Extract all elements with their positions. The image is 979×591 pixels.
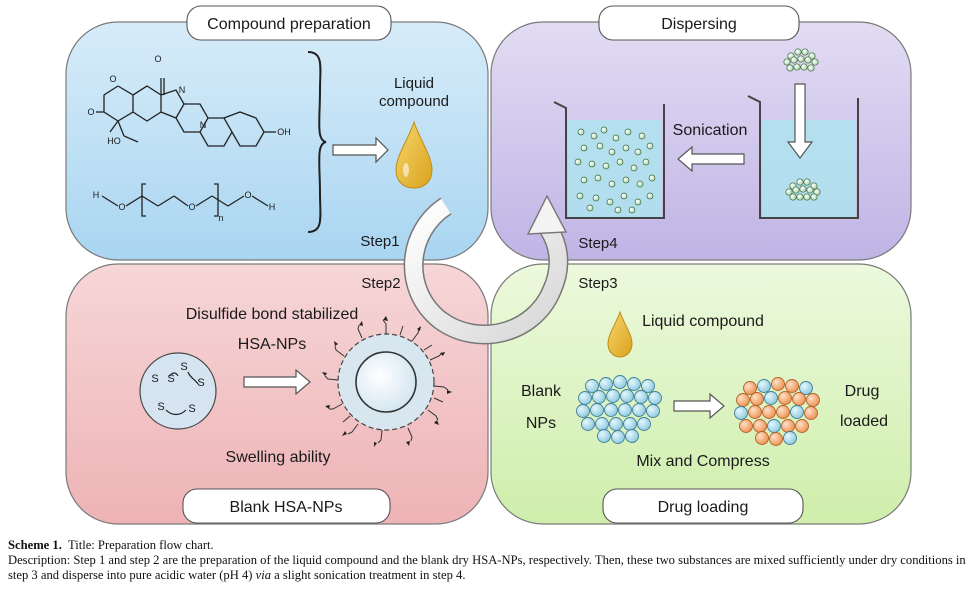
drug-loaded-text-2: loaded <box>840 413 888 430</box>
step3-label: Step3 <box>578 275 617 292</box>
sonication-arrow <box>677 145 745 173</box>
s-label-3: S <box>180 361 187 373</box>
blank-hsa-pill <box>182 488 391 524</box>
peg-h-right: H <box>269 202 276 212</box>
compress-arrow <box>673 392 725 420</box>
blank-nps-text-2: NPs <box>526 415 556 432</box>
s-label-6: S <box>188 403 195 415</box>
peg-o-1: O <box>118 202 125 212</box>
s-label-2: S <box>167 373 174 385</box>
sonication-beaker <box>747 95 859 219</box>
caption-description-end: a slight sonication treatment in step 4. <box>274 568 466 582</box>
preparation-flow-diagram: Compound preparation Dispersing Blank HS… <box>65 5 912 525</box>
swelling-ability-text: Swelling ability <box>226 449 331 466</box>
s-label-5: S <box>157 401 164 413</box>
drug-loaded-text-1: Drug <box>845 383 880 400</box>
chem-label-n-top: N <box>179 85 186 95</box>
small-droplet <box>607 310 633 358</box>
blank-hsa-panel <box>65 263 489 525</box>
step1-label: Step1 <box>360 233 399 250</box>
dispersed-beaker <box>553 101 665 219</box>
swollen-hsa-particle <box>322 316 452 447</box>
sonication-text: Sonication <box>673 122 748 139</box>
blank-nps-text-1: Blank <box>521 383 562 400</box>
compound-preparation-label: Compound preparation <box>207 16 371 33</box>
disulfide-title-2: HSA-NPs <box>238 336 306 353</box>
chem-label-ho: HO <box>107 136 121 146</box>
dispersing-label: Dispersing <box>661 16 737 33</box>
blank-nps-cluster <box>576 375 662 444</box>
disulfide-particle <box>139 352 217 430</box>
blank-hsa-label: Blank HSA-NPs <box>230 499 343 516</box>
compound-preparation-pill <box>186 5 392 41</box>
drug-loading-pill <box>602 488 804 524</box>
disulfide-title-1: Disulfide bond stabilized <box>186 306 359 323</box>
powder-cluster <box>783 48 819 72</box>
liquid-compound-text-2: compound <box>379 93 449 110</box>
drug-loaded-cluster <box>734 377 820 446</box>
chem-label-o-ring: O <box>109 74 116 84</box>
caption-description: Description: Step 1 and step 2 are the p… <box>8 553 966 582</box>
chem-label-n-bottom: N <box>200 120 207 130</box>
swelling-arrow <box>243 368 311 396</box>
liquid-compound-label: Liquid compound <box>642 313 764 330</box>
scheme-label: Scheme 1. <box>8 538 62 552</box>
s-label-1: S <box>151 373 158 385</box>
peg-h-left: H <box>93 190 100 200</box>
chem-label-oh: OH <box>277 127 291 137</box>
chem-label-o-left: O <box>87 107 94 117</box>
mix-compress-text: Mix and Compress <box>636 453 769 470</box>
label-pills: Compound preparation Dispersing Blank HS… <box>182 5 804 524</box>
peg-n: n <box>218 213 223 223</box>
caption-title-line: Scheme 1. Title: Preparation flow chart. <box>8 538 974 553</box>
step2-label: Step2 <box>361 275 400 292</box>
peg-o-3: O <box>244 190 251 200</box>
dispersing-pill <box>598 5 800 41</box>
quadrant-backgrounds <box>65 21 912 525</box>
curly-brace <box>307 51 327 233</box>
step1-arrow <box>332 136 389 164</box>
caption-via: via <box>255 568 271 582</box>
drop-in-arrow <box>786 83 814 159</box>
peg-structure <box>101 183 269 217</box>
camptothecin-structure <box>96 78 276 147</box>
drug-loading-panel <box>490 263 912 525</box>
drug-loading-label: Drug loading <box>658 499 749 516</box>
caption-title: Title: Preparation flow chart. <box>67 538 214 552</box>
figure-caption: Scheme 1. Title: Preparation flow chart.… <box>8 538 974 583</box>
peg-o-2: O <box>188 202 195 212</box>
chem-label-o-top: O <box>154 54 161 64</box>
step4-label: Step4 <box>578 235 617 252</box>
s-label-4: S <box>197 377 204 389</box>
cycle-arrow <box>403 194 569 345</box>
liquid-compound-text-1: Liquid <box>394 75 434 92</box>
